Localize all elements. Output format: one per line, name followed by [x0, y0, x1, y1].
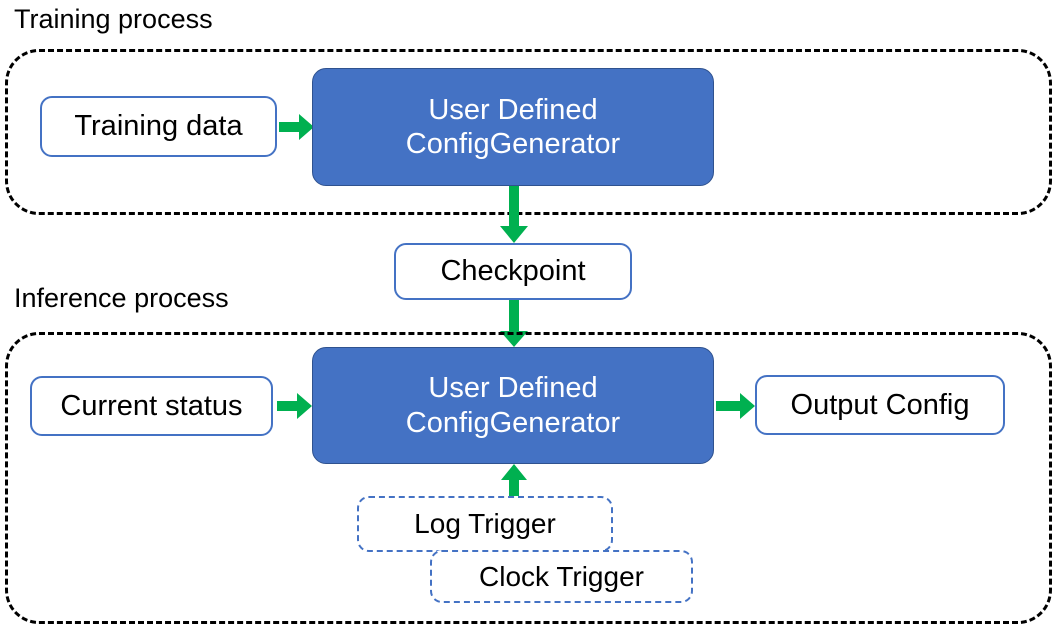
node-train-config-generator[interactable]: User Defined ConfigGenerator [312, 68, 714, 186]
node-output-config-label: Output Config [790, 388, 970, 421]
node-clock-trigger[interactable]: Clock Trigger [430, 550, 693, 603]
node-inference-config-generator[interactable]: User Defined ConfigGenerator [312, 347, 714, 464]
node-checkpoint[interactable]: Checkpoint [394, 243, 632, 300]
arrow-status-to-generator [277, 392, 313, 420]
arrow-generator-to-output-config [716, 392, 756, 420]
arrow-checkpoint-to-inference-generator [499, 300, 529, 348]
node-checkpoint-label: Checkpoint [440, 255, 586, 288]
section-label-training: Training process [14, 4, 213, 34]
node-inference-config-generator-label: User Defined ConfigGenerator [405, 372, 621, 439]
node-train-config-generator-label: User Defined ConfigGenerator [405, 93, 621, 160]
section-label-inference: Inference process [14, 283, 229, 313]
arrow-generator-to-checkpoint [499, 186, 529, 244]
node-training-data[interactable]: Training data [40, 96, 277, 157]
node-log-trigger-label: Log Trigger [414, 508, 556, 540]
arrow-training-data-to-generator [279, 113, 315, 141]
arrow-triggers-to-generator [500, 464, 528, 500]
group-training-process [5, 49, 1052, 215]
node-current-status-label: Current status [60, 389, 243, 422]
node-current-status[interactable]: Current status [30, 376, 273, 436]
group-inference-process [5, 332, 1052, 624]
node-log-trigger[interactable]: Log Trigger [357, 496, 613, 552]
node-output-config[interactable]: Output Config [755, 375, 1005, 435]
node-training-data-label: Training data [74, 110, 243, 143]
node-clock-trigger-label: Clock Trigger [479, 560, 644, 592]
